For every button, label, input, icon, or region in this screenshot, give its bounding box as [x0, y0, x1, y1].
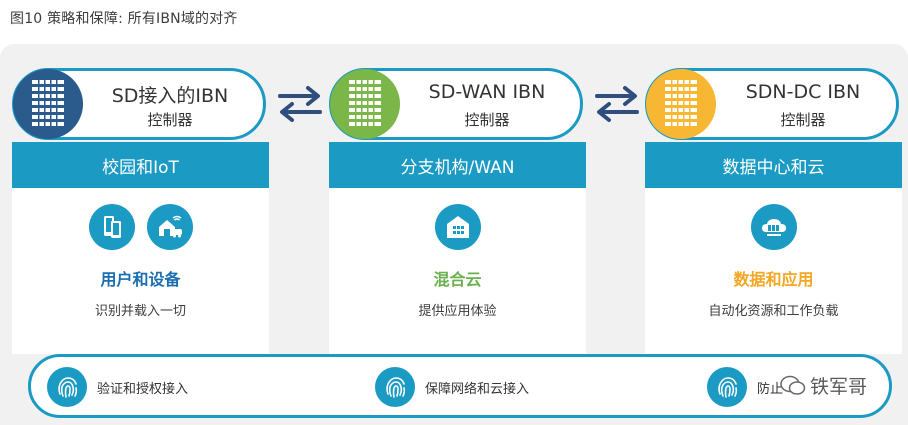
cloud-server-icon	[750, 204, 797, 250]
domain-feature: 数据和应用	[733, 270, 814, 289]
watermark-text: 铁军哥	[810, 376, 868, 398]
server-rack-icon	[646, 69, 716, 139]
controller-pill-sd-access: SD接入的IBN 控制器	[12, 68, 266, 140]
domain-column-datacenter: 数据中心和云 数据和应用 自动化资源和工作负载	[645, 142, 902, 354]
controller-subtitle: 控制器	[147, 111, 193, 129]
security-item: 防止	[707, 367, 783, 407]
watermark: 铁军哥	[780, 372, 867, 399]
controller-pill-sd-wan: SD-WAN IBN 控制器	[329, 68, 583, 140]
security-label: 保障网络和云接入	[425, 381, 530, 397]
domain-column-campus: 校园和IoT 用户和设备 识别并载入一切	[12, 142, 269, 354]
controller-title: SDN-DC IBN	[745, 81, 861, 103]
controller-title: SD接入的IBN	[111, 85, 229, 107]
controller-subtitle: 控制器	[464, 111, 510, 129]
domain-header: 分支机构/WAN	[329, 142, 586, 188]
fingerprint-icon	[375, 367, 415, 407]
fingerprint-icon	[707, 367, 747, 407]
security-label: 验证和授权接入	[97, 381, 189, 397]
security-item: 验证和授权接入	[47, 367, 188, 407]
domain-feature: 用户和设备	[100, 270, 181, 289]
domain-column-branch: 分支机构/WAN 混合云 提供应用体验	[329, 142, 586, 354]
security-item: 保障网络和云接入	[375, 367, 529, 407]
controller-subtitle: 控制器	[780, 111, 826, 129]
domain-header: 数据中心和云	[645, 142, 902, 188]
domain-description: 自动化资源和工作负载	[708, 304, 839, 319]
domain-header: 校园和IoT	[12, 142, 269, 188]
server-rack-icon	[330, 69, 400, 139]
domain-feature: 混合云	[433, 270, 482, 289]
server-rack-icon	[13, 69, 83, 139]
chat-bubble-icon	[780, 375, 806, 395]
bidirectional-arrow-icon	[278, 86, 322, 122]
domain-icons	[329, 204, 586, 250]
bidirectional-arrow-icon	[595, 86, 639, 122]
domain-icons	[12, 204, 269, 250]
phone-tablet-icon	[88, 204, 135, 250]
domain-description: 识别并载入一切	[94, 304, 186, 319]
fingerprint-icon	[47, 367, 87, 407]
building-icon	[434, 204, 481, 250]
figure-title: 图10 策略和保障: 所有IBN域的对齐	[10, 11, 238, 27]
controller-title: SD-WAN IBN	[428, 81, 546, 103]
controller-pill-sdn-dc: SDN-DC IBN 控制器	[645, 68, 899, 140]
security-pill: 验证和授权接入 保障网络和云接入 防止	[28, 354, 892, 418]
domain-icons	[645, 204, 902, 250]
smart-home-icon	[146, 204, 193, 250]
security-label: 防止	[757, 381, 784, 397]
domain-description: 提供应用体验	[418, 304, 497, 319]
